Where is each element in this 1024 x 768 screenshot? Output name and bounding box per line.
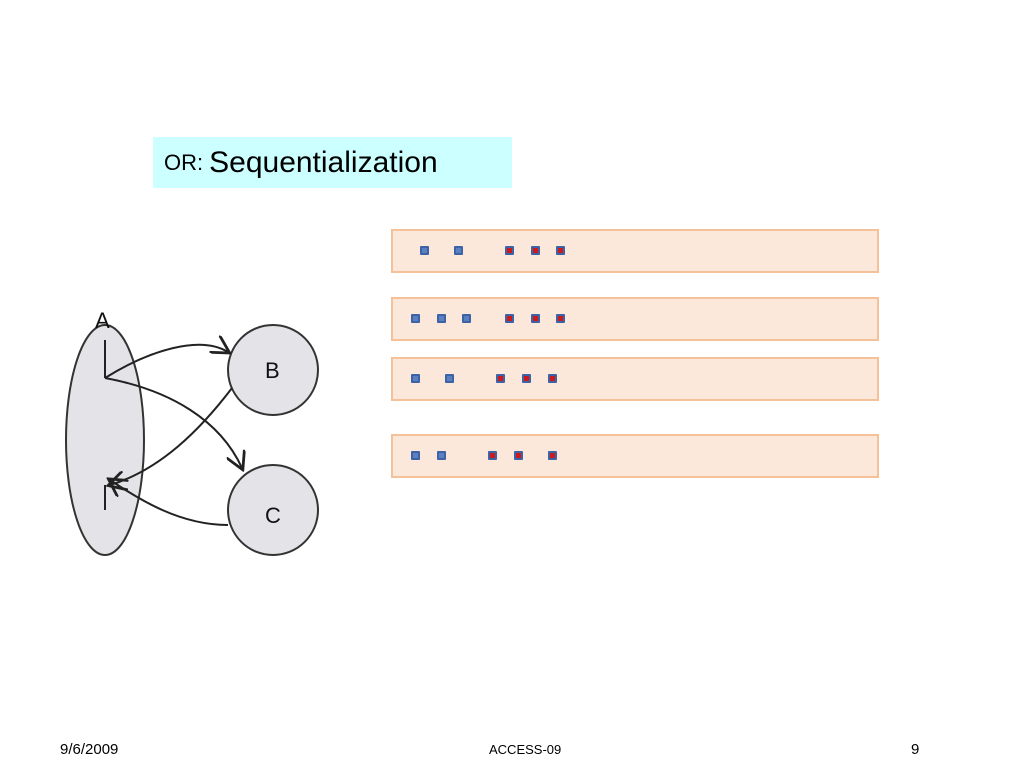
marked-item-dot [488,451,497,460]
plain-item-dot [445,374,454,383]
plain-item-dot [437,314,446,323]
marked-item-dot [514,451,523,460]
marked-item-dot [522,374,531,383]
edge-c-to-a [110,480,229,526]
marked-item-dot [548,374,557,383]
marked-item-dot [556,246,565,255]
title-prefix: OR: [164,149,204,175]
process-diagram: A B C [65,308,319,556]
plain-item-dot [411,451,420,460]
edge-a-to-b [104,345,228,379]
footer-page-number: 9 [911,741,920,758]
marked-item-dot [505,314,514,323]
sequence-bar-2 [391,297,879,341]
marked-item-dot [556,314,565,323]
marked-item-dot [496,374,505,383]
node-b-label: B [265,358,280,383]
marked-item-dot [531,246,540,255]
plain-item-dot [462,314,471,323]
marked-item-dot [548,451,557,460]
plain-item-dot [454,246,463,255]
footer-center-label: ACCESS-09 [489,742,562,757]
marked-item-dot [531,314,540,323]
plain-item-dot [411,374,420,383]
node-a-label: A [95,308,110,333]
footer-date: 9/6/2009 [60,741,119,758]
sequence-bar-4 [391,434,879,478]
marked-item-dot [505,246,514,255]
plain-item-dot [437,451,446,460]
edge-a-to-c [104,377,242,468]
title-main: Sequentialization [209,145,438,179]
node-b-shape [227,324,319,416]
plain-item-dot [411,314,420,323]
node-c-label: C [265,503,281,528]
plain-item-dot [420,246,429,255]
node-c-shape [227,464,319,556]
slide-title: OR: Sequentialization [153,137,512,188]
sequence-bar-1 [391,229,879,273]
sequence-bar-3 [391,357,879,401]
